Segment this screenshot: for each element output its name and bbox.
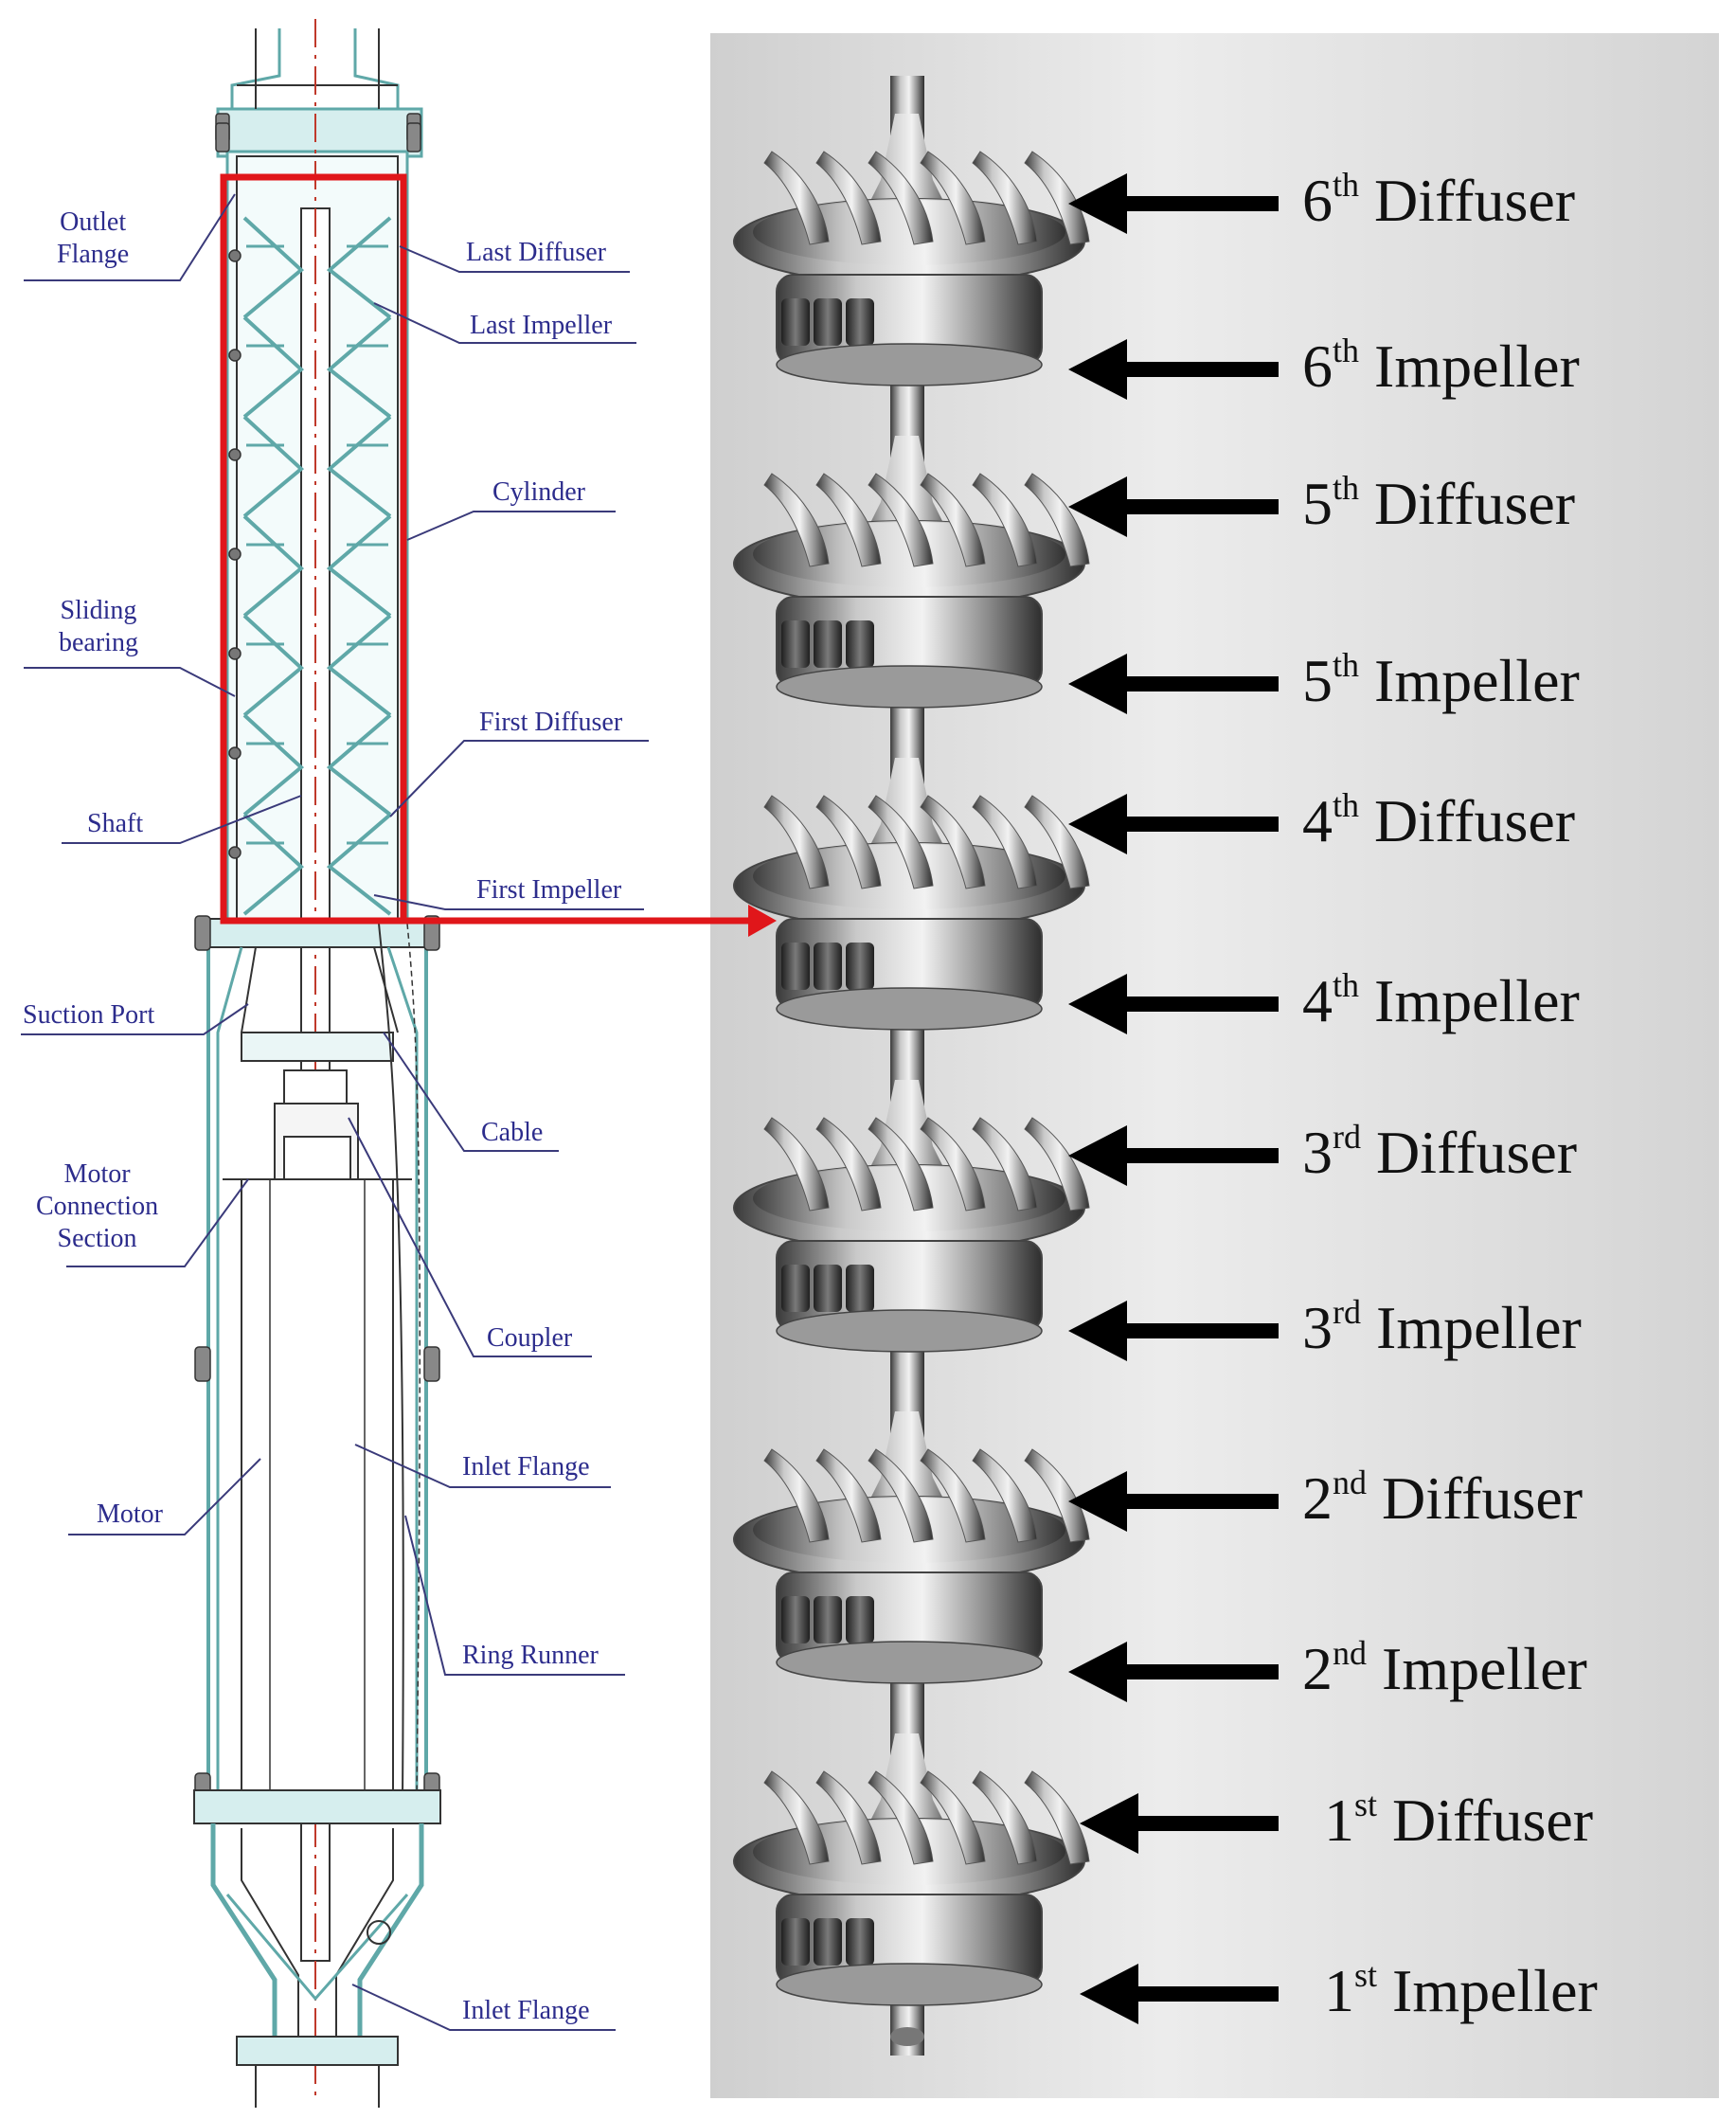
leader-first-diffuser — [389, 740, 649, 817]
render-shaft — [890, 76, 924, 2056]
leader-first-impeller — [373, 894, 644, 910]
motor-shape — [241, 1178, 394, 1805]
label-first-impeller: First Impeller — [476, 875, 622, 905]
render-stage-1 — [733, 1733, 1090, 2006]
leader-ring-runner — [404, 1515, 625, 1676]
stage-arrow-1 — [1068, 173, 1279, 234]
render-stage-5 — [733, 436, 1090, 709]
label-last-impeller: Last Impeller — [470, 311, 613, 340]
label-motor: Motor — [97, 1499, 163, 1529]
leader-inlet-flange-lower — [351, 1984, 616, 2031]
render-stage-3 — [733, 1080, 1090, 1353]
stage-label-6-diffuser: 6th Diffuser — [1302, 166, 1576, 234]
leader-motor — [68, 1458, 261, 1535]
stage-arrow-6 — [1068, 974, 1279, 1034]
lower-flange — [193, 1789, 441, 1824]
stage-arrow-7 — [1068, 1125, 1279, 1186]
stage-arrow-3 — [1068, 476, 1279, 537]
stage-arrow-8 — [1068, 1301, 1279, 1361]
render-stage-4 — [733, 758, 1090, 1031]
cable-shape — [378, 923, 404, 1801]
render-stage-2 — [733, 1411, 1090, 1684]
outlet-flange-shape — [216, 107, 423, 158]
bottom-inlet-flange — [236, 2036, 399, 2066]
leader-last-diffuser — [399, 245, 630, 273]
label-first-diffuser: First Diffuser — [479, 708, 623, 737]
leader-last-impeller — [373, 302, 636, 344]
stage-arrow-5 — [1068, 794, 1279, 854]
stage-arrow-12 — [1080, 1964, 1279, 2024]
label-cable: Cable — [481, 1118, 544, 1147]
stage-label-2-diffuser: 2nd Diffuser — [1302, 1464, 1584, 1532]
leader-shaft — [62, 795, 302, 844]
stage-label-2-impeller: 2nd Impeller — [1302, 1634, 1587, 1702]
label-ring-runner: Ring Runner — [462, 1641, 599, 1670]
stage-label-6-impeller: 6th Impeller — [1302, 332, 1580, 400]
stage-label-1-impeller: 1st Impeller — [1324, 1956, 1598, 2024]
leader-outlet-flange — [24, 193, 236, 281]
stage-label-4-diffuser: 4th Diffuser — [1302, 786, 1576, 854]
stage-arrow-4 — [1068, 654, 1279, 714]
stage-arrow-2 — [1068, 339, 1279, 400]
label-inlet-flange-upper: Inlet Flange — [462, 1452, 590, 1482]
leader-cylinder — [406, 511, 616, 541]
leader-motor-connection — [66, 1178, 249, 1267]
leader-sliding-bearing — [24, 667, 236, 697]
stage-label-3-impeller: 3rd Impeller — [1302, 1293, 1582, 1361]
label-last-diffuser: Last Diffuser — [466, 238, 606, 267]
leader-suction-port — [21, 1003, 249, 1035]
stage-label-5-diffuser: 5th Diffuser — [1302, 469, 1576, 537]
highlight-box — [220, 173, 407, 925]
label-coupler: Coupler — [487, 1323, 573, 1353]
stage-label-5-impeller: 5th Impeller — [1302, 646, 1580, 714]
label-shaft: Shaft — [87, 809, 144, 838]
leader-cable — [383, 1032, 559, 1152]
render-shaft-tip — [890, 2027, 924, 2046]
stage-label-4-impeller: 4th Impeller — [1302, 966, 1580, 1034]
stage-label-1-diffuser: 1st Diffuser — [1324, 1786, 1594, 1854]
stage-arrow-9 — [1068, 1471, 1279, 1532]
stage-arrow-11 — [1080, 1793, 1279, 1854]
label-cylinder: Cylinder — [492, 477, 585, 507]
suction-port-shape — [241, 1032, 394, 1062]
leader-inlet-flange-upper — [354, 1444, 611, 1488]
stage-label-3-diffuser: 3rd Diffuser — [1302, 1118, 1578, 1186]
label-inlet-flange-lower: Inlet Flange — [462, 1996, 590, 2025]
render-stage-6 — [733, 114, 1090, 386]
leader-coupler — [348, 1117, 592, 1357]
label-suction-port: Suction Port — [23, 1000, 155, 1030]
stage-arrow-10 — [1068, 1642, 1279, 1702]
